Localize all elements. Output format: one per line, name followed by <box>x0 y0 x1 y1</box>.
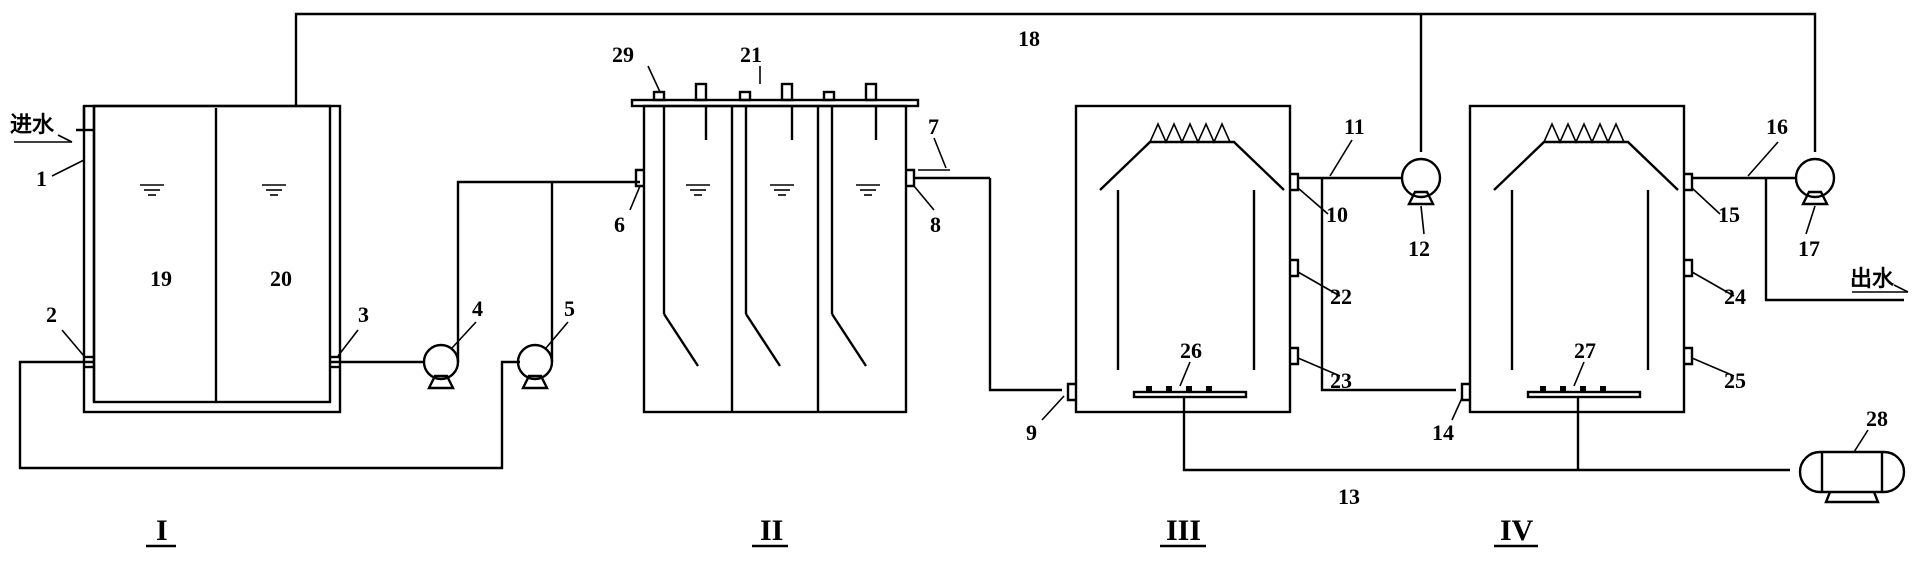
outlet-arrow <box>1852 284 1909 293</box>
stage-label-III: III <box>1166 514 1201 547</box>
stage-label-IV: IV <box>1500 514 1534 547</box>
stage-label-I: I <box>156 514 168 547</box>
tank-II <box>630 98 990 414</box>
tank-I <box>76 104 342 414</box>
pipe-11 <box>1298 176 1456 392</box>
pipe-tank-I-to-pumps <box>18 180 640 470</box>
label-4: 4 <box>472 296 483 321</box>
label-20: 20 <box>270 266 292 291</box>
label-8: 8 <box>930 212 941 237</box>
pipe-18 <box>294 12 1817 152</box>
label-12: 12 <box>1408 236 1430 261</box>
label-1: 1 <box>36 166 47 191</box>
tank-III <box>1066 104 1300 414</box>
label-6: 6 <box>614 212 625 237</box>
label-11: 11 <box>1344 114 1365 139</box>
air-pipe-13 <box>1182 397 1790 472</box>
label-25: 25 <box>1724 368 1746 393</box>
label-24: 24 <box>1724 284 1746 309</box>
label-22: 22 <box>1330 284 1352 309</box>
tank-IV <box>1460 104 1694 414</box>
pump-4 <box>422 343 460 390</box>
label-10: 10 <box>1326 202 1348 227</box>
label-23: 23 <box>1330 368 1352 393</box>
leader-lines <box>51 65 1869 453</box>
label-outlet: 出水 <box>1850 267 1895 292</box>
label-7: 7 <box>928 114 939 139</box>
inlet-arrow <box>14 134 73 143</box>
label-14: 14 <box>1432 420 1454 445</box>
label-3: 3 <box>358 302 369 327</box>
label-19: 19 <box>150 266 172 291</box>
label-21: 21 <box>740 42 762 67</box>
label-9: 9 <box>1026 420 1037 445</box>
pipe-16 <box>1692 176 1904 302</box>
label-5: 5 <box>564 296 575 321</box>
label-16: 16 <box>1766 114 1788 139</box>
label-27: 27 <box>1574 338 1596 363</box>
stage-label-II: II <box>760 514 783 547</box>
water-level-tank-I <box>140 184 286 196</box>
pump-5 <box>516 343 554 390</box>
label-28: 28 <box>1866 406 1888 431</box>
electrodes-21 <box>652 82 878 367</box>
water-level-tank-II <box>686 184 880 196</box>
blower-28 <box>1798 450 1906 504</box>
pipe-II-to-III <box>988 178 1062 392</box>
label-26: 26 <box>1180 338 1202 363</box>
pump-12 <box>1400 157 1442 206</box>
label-29: 29 <box>612 42 634 67</box>
label-17: 17 <box>1798 236 1820 261</box>
label-2: 2 <box>46 302 57 327</box>
label-15: 15 <box>1718 202 1740 227</box>
label-inlet: 进水 <box>10 113 55 138</box>
pump-17 <box>1794 157 1836 206</box>
label-13: 13 <box>1338 484 1360 509</box>
label-18: 18 <box>1018 26 1040 51</box>
